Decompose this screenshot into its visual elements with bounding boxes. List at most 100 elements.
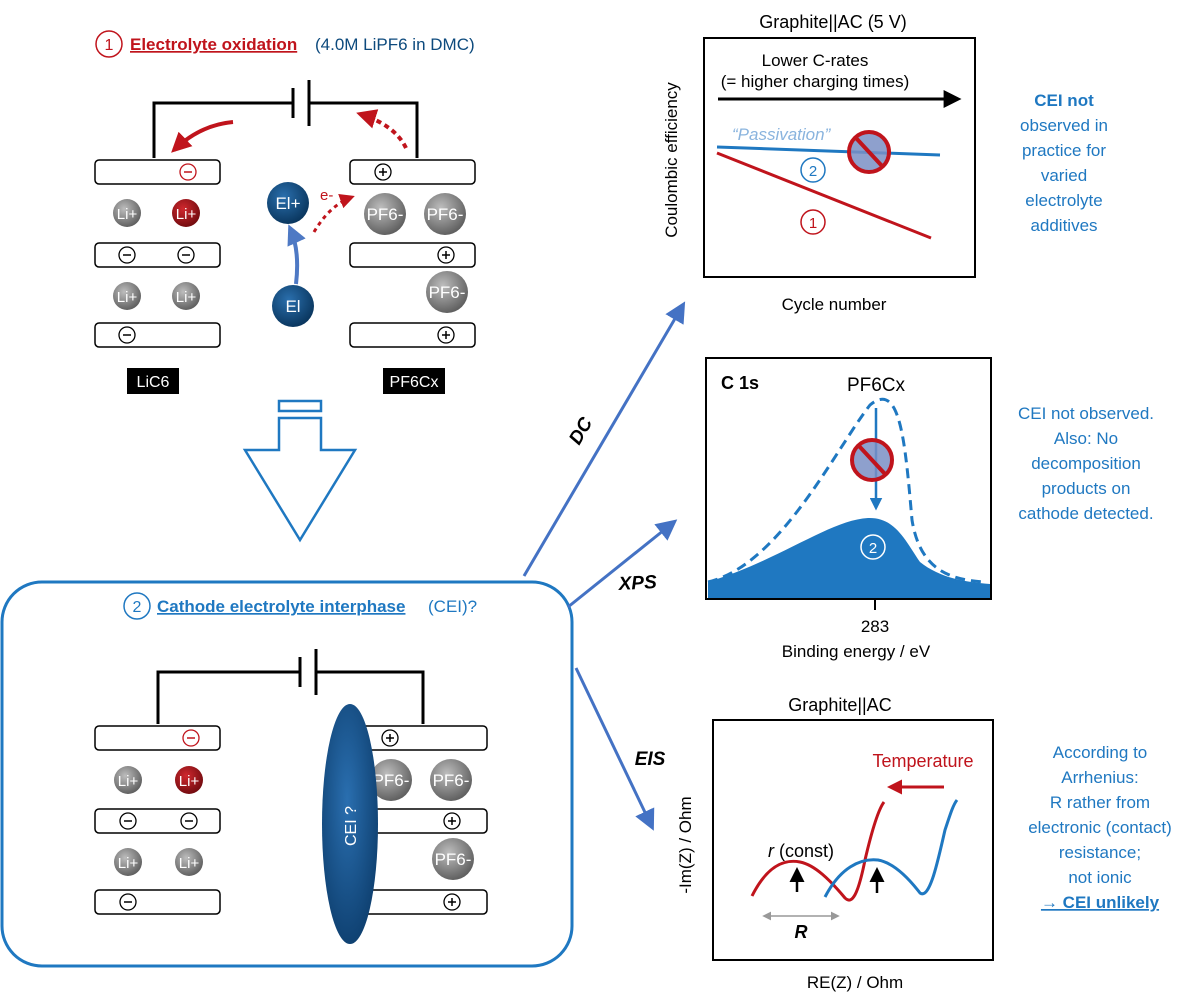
- li-ion: [114, 766, 142, 794]
- xps-marker-2: [860, 534, 886, 560]
- prohibited-icon: [847, 130, 891, 174]
- cathode-layer: [356, 889, 488, 915]
- eis-title: Graphite||AC: [788, 695, 891, 715]
- dc-series-2-number: 2: [809, 163, 817, 180]
- dc-arrow: [522, 301, 686, 577]
- electron-flow-arrow: [356, 109, 408, 149]
- cei-label: CEI ?: [343, 806, 360, 846]
- eis-ylabel: -Im(Z) / Ohm: [676, 796, 695, 893]
- electrolyte-molecule: [272, 285, 314, 327]
- R-label: R: [795, 922, 808, 942]
- temperature-label: Temperature: [872, 751, 973, 771]
- svg-text:Li+: Li+: [176, 289, 197, 306]
- anode-layer: [94, 159, 221, 185]
- eis-blue-curve: [823, 799, 959, 898]
- method-arrows: DC XPS EIS: [522, 301, 686, 831]
- cathode-layer: [356, 725, 488, 751]
- svg-text:Li+: Li+: [176, 206, 197, 223]
- oxidation-arrow: [287, 224, 306, 285]
- anode-layer: [94, 242, 221, 268]
- bottom-circuit-wire: [156, 670, 425, 724]
- cathode-layer: [349, 159, 476, 185]
- pf6-ion: [432, 838, 474, 880]
- eis-note-line: not ionic: [1068, 868, 1132, 887]
- dc-panel: Graphite||AC (5 V) Lower C-rates (= high…: [662, 12, 976, 314]
- top-scheme: 1 Electrolyte oxidation (4.0M LiPF6 in D…: [94, 30, 476, 394]
- xps-panel: C 1s PF6Cx 2 283 Binding energy / eV: [705, 357, 992, 661]
- dc-arrow-label-1: Lower C-rates: [762, 51, 869, 70]
- dc-arrow-label-2: (= higher charging times): [721, 72, 910, 91]
- dc-title: Graphite||AC (5 V): [759, 12, 906, 32]
- li-ion: [175, 848, 203, 876]
- eis-red-curve: [750, 801, 886, 902]
- dc-series-1-number: 1: [809, 215, 817, 232]
- dc-note: CEI not observed in practice for varied …: [1020, 91, 1108, 235]
- svg-text:Li+: Li+: [118, 773, 139, 790]
- transition-arrow: [242, 399, 358, 543]
- passivation-label: “Passivation”: [732, 125, 832, 144]
- step-1-number: 1: [105, 37, 114, 54]
- dc-note-line: electrolyte: [1025, 191, 1102, 210]
- pf6-ion: [430, 759, 472, 801]
- xps-measured-peak: [708, 517, 990, 598]
- dc-series-2-line: [716, 145, 941, 157]
- anode-layer: [94, 322, 221, 348]
- dc-note-line: CEI not: [1034, 91, 1094, 110]
- anode-layer: [94, 725, 221, 751]
- xps-label: XPS: [617, 572, 657, 595]
- eis-note-line: According to: [1053, 743, 1148, 762]
- bottom-title: Cathode electrolyte interphase: [157, 597, 405, 616]
- cathode-label-box: [383, 368, 445, 394]
- svg-text:Li+: Li+: [179, 855, 200, 872]
- eis-note-line: Arrhenius:: [1061, 768, 1138, 787]
- anode-label: LiC6: [137, 374, 170, 391]
- eis-label: EIS: [635, 749, 666, 770]
- eis-panel: Graphite||AC Temperature r (const) R -Im…: [676, 695, 994, 992]
- cei-frame: [0, 580, 574, 968]
- xps-note-line: products on: [1042, 479, 1131, 498]
- li-ion: [113, 199, 141, 227]
- xps-tick-label: 283: [861, 617, 889, 636]
- eis-note-line: → CEI unlikely: [1041, 893, 1160, 912]
- li-ion-highlighted: [172, 199, 200, 227]
- xps-note-line: cathode detected.: [1018, 504, 1153, 523]
- bottom-subtitle: (CEI)?: [428, 597, 477, 616]
- step-2-number: 2: [133, 599, 142, 616]
- svg-text:PF6-: PF6-: [433, 771, 470, 790]
- anode-label-box: [127, 368, 179, 394]
- top-subtitle: (4.0M LiPF6 in DMC): [315, 35, 475, 54]
- anode-layer: [94, 889, 221, 915]
- r-const-label: r (const): [768, 841, 834, 861]
- svg-text:El+: El+: [275, 194, 300, 213]
- bottom-scheme: 2 Cathode electrolyte interphase (CEI)? …: [0, 580, 574, 968]
- li-ion-highlighted: [175, 766, 203, 794]
- top-title: Electrolyte oxidation: [130, 35, 297, 54]
- xps-peak-label: PF6Cx: [847, 375, 906, 396]
- svg-text:PF6-: PF6-: [367, 205, 404, 224]
- svg-text:Li+: Li+: [117, 289, 138, 306]
- dc-note-line: varied: [1041, 166, 1087, 185]
- cei-layer: [322, 704, 378, 944]
- xps-note-line: Also: No: [1054, 429, 1118, 448]
- li-ion: [113, 282, 141, 310]
- xps-note: CEI not observed. Also: No decomposition…: [1018, 404, 1154, 523]
- eis-note-line: R rather from: [1050, 793, 1150, 812]
- dc-note-line: observed in: [1020, 116, 1108, 135]
- dc-label: DC: [565, 414, 597, 449]
- eis-note-line: electronic (contact): [1028, 818, 1172, 837]
- li-ion: [114, 848, 142, 876]
- pf6-ion: [370, 759, 412, 801]
- eis-xlabel: RE(Z) / Ohm: [807, 973, 903, 992]
- eis-note-line: resistance;: [1059, 843, 1141, 862]
- xps-xlabel: Binding energy / eV: [782, 642, 931, 661]
- dc-note-line: practice for: [1022, 141, 1106, 160]
- step-2-circle: [123, 592, 151, 620]
- svg-text:Li+: Li+: [179, 773, 200, 790]
- top-circuit-wire: [152, 101, 419, 158]
- eis-arrow: [574, 667, 655, 831]
- svg-text:Li+: Li+: [118, 855, 139, 872]
- pf6-ion: [364, 193, 406, 235]
- dc-ylabel: Coulombic efficiency: [662, 82, 681, 238]
- xps-marker-number: 2: [869, 540, 877, 557]
- eis-note: According to Arrhenius: R rather from el…: [1028, 743, 1172, 912]
